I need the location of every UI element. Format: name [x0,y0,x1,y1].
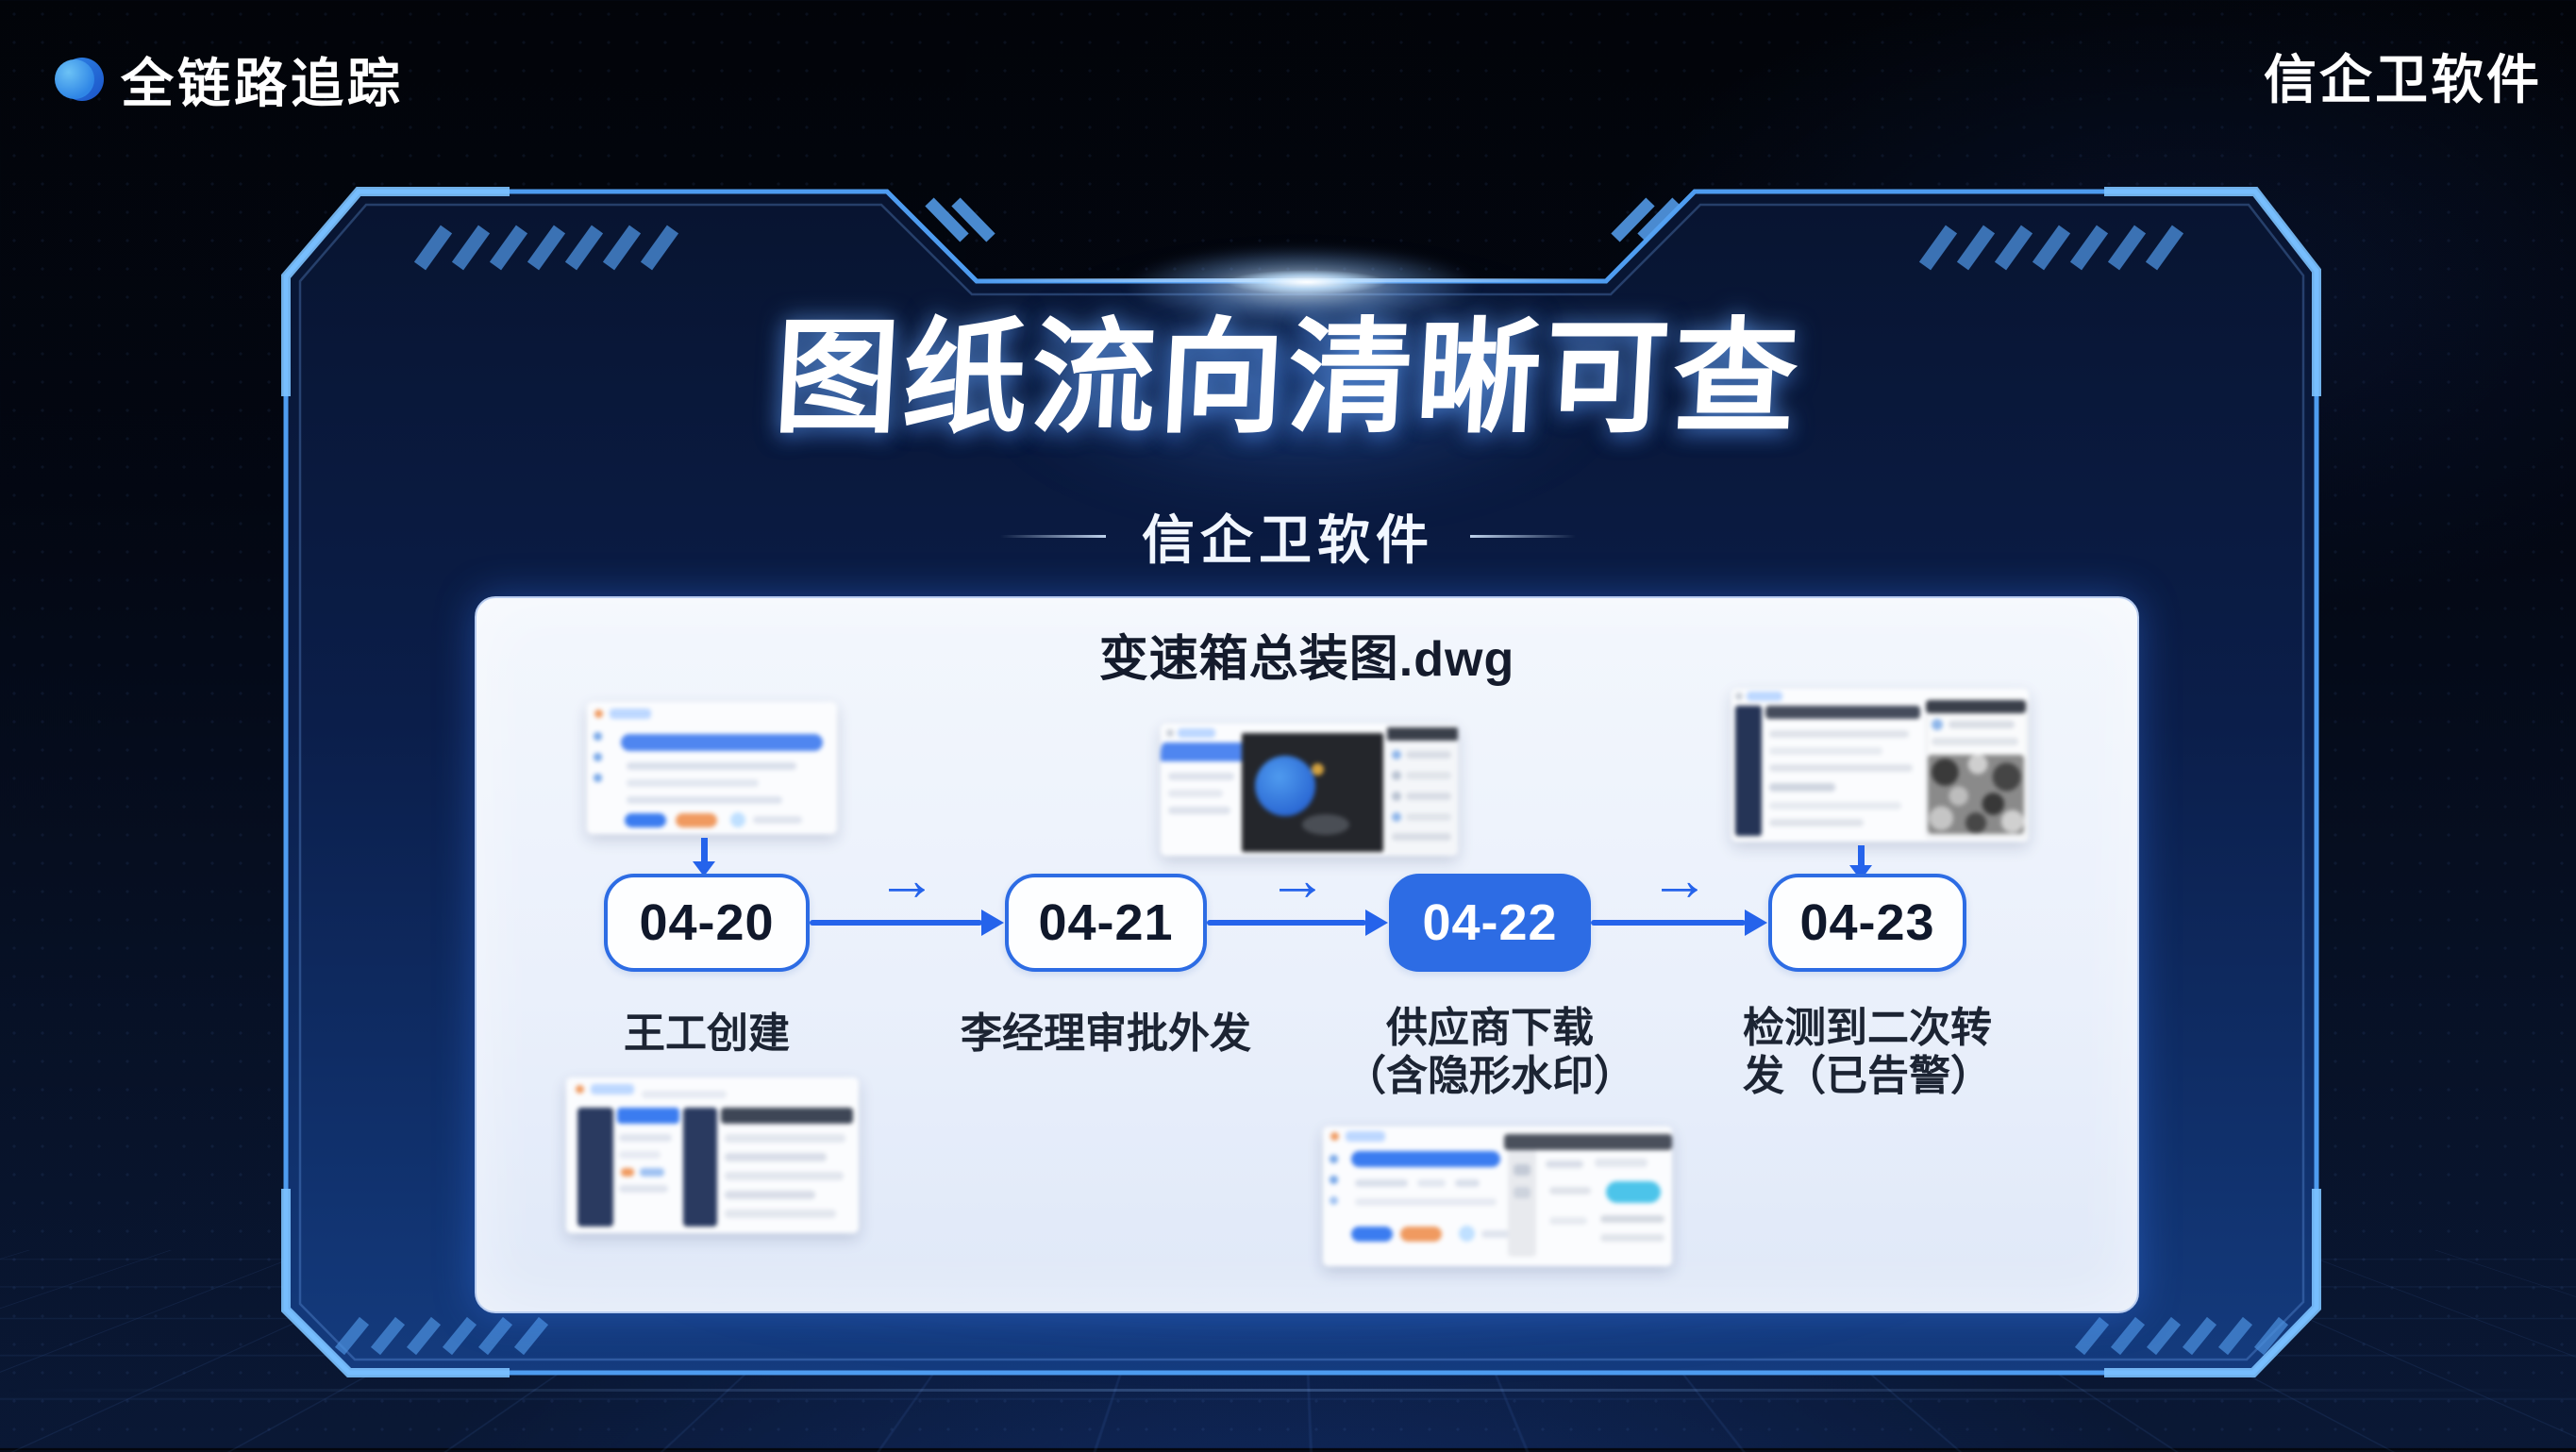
screenshot-approve-viewer [1161,724,1458,856]
subtitle-line-left [1000,535,1106,538]
subtitle-line-right [1470,535,1576,538]
arrow-glyph-1: → [877,845,937,913]
notch-flare-core [1227,270,1387,294]
subtitle-text: 信企卫软件 [1142,510,1434,570]
down-arrow-to-04-20 [693,838,715,876]
step-label-text: 供应商下载 [1386,1005,1594,1051]
step-label-1: 王工创建 [518,1010,895,1058]
step-label-text2: 发（已告警） [1743,1053,1992,1100]
arrow-glyph-2: → [1267,845,1328,913]
arrow-glyph-3: → [1649,845,1710,913]
screenshot-create-dialog [587,702,837,834]
horizon-line [0,1389,2576,1392]
step-label-2: 李经理审批外发 [917,1010,1295,1058]
step-label-3: 供应商下载 （含隐形水印） [1301,1004,1679,1100]
down-arrow-to-04-23 [1849,845,1872,880]
screenshot-alert-windows [1731,689,2029,842]
file-name: 变速箱总装图.dwg [1098,632,1515,687]
node-date: 04-22 [1422,894,1558,951]
step-label-text: 李经理审批外发 [961,1010,1251,1057]
timeline-node-04-21: 04-21 [1005,874,1207,972]
logo-dot-icon [55,56,104,105]
flow-connector-3 [1591,910,1767,936]
brand-text: 信企卫软件 [2264,50,2542,109]
step-label-text: 检测到二次转 [1743,1005,1992,1051]
screenshot-log-window [566,1077,859,1233]
logo: 全链路追踪 [55,42,404,118]
screenshot-download-windows [1323,1127,1672,1266]
subtitle-row: 信企卫软件 [344,498,2232,575]
flow-connector-2 [1207,910,1388,936]
node-date: 04-23 [1799,894,1935,951]
timeline-node-04-20: 04-20 [604,874,810,972]
step-label-4: 检测到二次转 发（已告警） [1679,1004,2056,1100]
flow-panel: 变速箱总装图.dwg [475,596,2139,1313]
step-label-text2: （含隐形水印） [1345,1053,1635,1100]
logo-text: 全链路追踪 [121,54,404,113]
step-label-text: 王工创建 [624,1010,790,1057]
node-date: 04-21 [1038,894,1174,951]
timeline-node-04-23: 04-23 [1768,874,1966,972]
flow-connector-1 [810,910,1004,936]
page-title: 图纸流向清晰可查 [771,309,1805,447]
node-date: 04-20 [639,894,775,951]
timeline-node-04-22: 04-22 [1389,874,1591,972]
